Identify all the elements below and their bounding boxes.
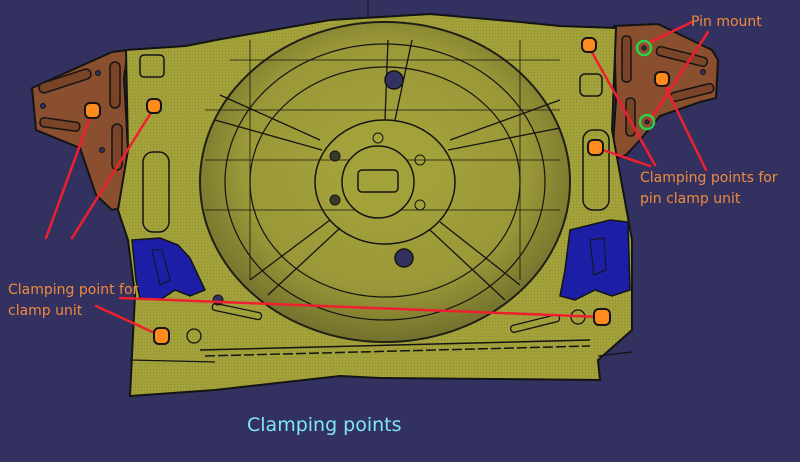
pin-mount-label: Pin mount bbox=[691, 14, 762, 30]
floor-panel bbox=[116, 12, 633, 398]
pin-mount-lower-ring bbox=[638, 113, 656, 131]
pin-mounts bbox=[635, 39, 656, 131]
diagram-title: Clamping points bbox=[247, 414, 402, 436]
clamp-point-left-bottom bbox=[153, 327, 170, 345]
leader-lines bbox=[44, 20, 710, 338]
left-bracket bbox=[30, 48, 134, 212]
clamp-point-left-rail bbox=[146, 98, 162, 114]
blue-reinforcement-left bbox=[131, 237, 207, 301]
clamp-point-right-rail-mid bbox=[587, 139, 604, 156]
clamp-point-right-bottom bbox=[593, 308, 611, 326]
clamp-point-right-rail-top bbox=[581, 37, 597, 53]
pin-clamp-label-line1: Clamping points for bbox=[640, 170, 778, 186]
blue-reinforcement-right bbox=[559, 219, 631, 301]
right-bracket bbox=[610, 22, 720, 162]
clamp-point-right-bracket bbox=[654, 71, 670, 87]
clamp-points bbox=[84, 37, 670, 345]
pin-clamp-label-line2: pin clamp unit bbox=[640, 191, 741, 207]
clamp-unit-label-line1: Clamping point for bbox=[8, 282, 139, 298]
clamp-unit-label-line2: clamp unit bbox=[8, 303, 83, 319]
pin-mount-upper-ring bbox=[635, 39, 653, 57]
clamp-point-left-bracket bbox=[84, 102, 101, 119]
